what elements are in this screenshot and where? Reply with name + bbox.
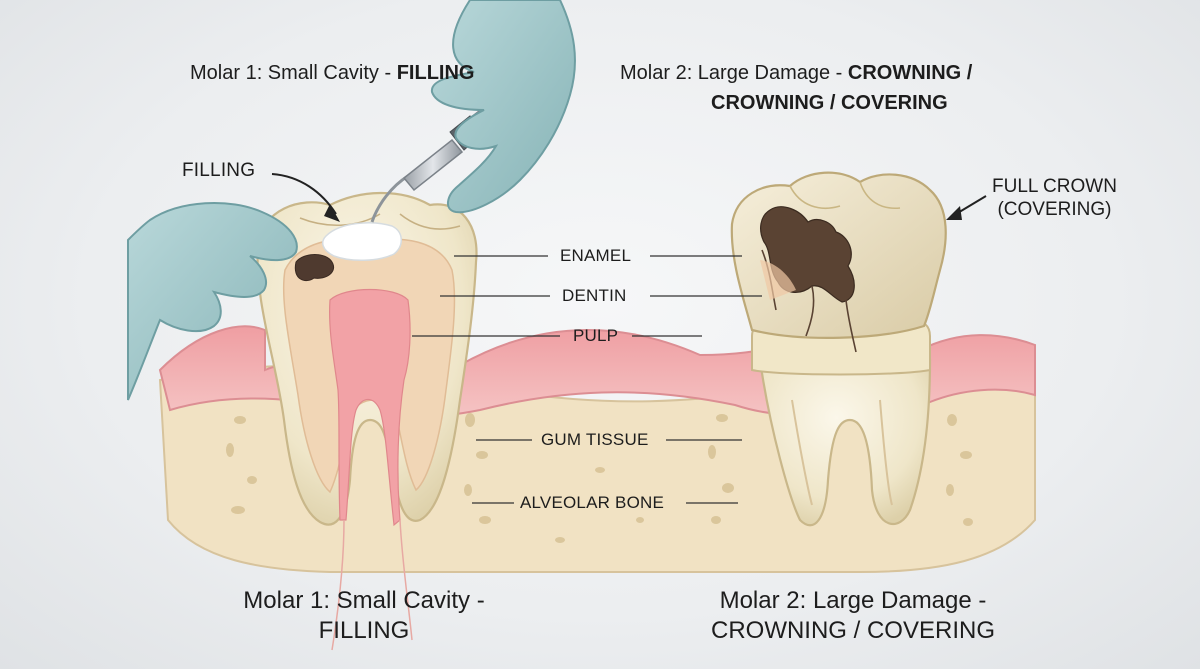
leader-lines <box>412 255 762 504</box>
top-right-title-prefix: Molar 2: Large Damage - <box>620 62 848 84</box>
top-right-title-line2: CROWNING / COVERING <box>711 92 948 115</box>
bottom-left-title-line2: FILLING <box>318 617 410 644</box>
top-right-title-emphasis-line1: CROWNING / <box>847 62 973 84</box>
bottom-left-title-line1: Molar 1: Small Cavity - <box>243 587 485 614</box>
cavity-decay <box>294 254 334 282</box>
label-full-crown-line1: FULL CROWN <box>992 176 1117 197</box>
bottom-left-title: Molar 1: Small Cavity - FILLING <box>226 586 502 646</box>
label-filling: FILLING <box>182 160 256 181</box>
top-left-title-emphasis: FILLING <box>396 62 475 84</box>
label-dentin: DENTIN <box>562 286 627 305</box>
label-full-crown: FULL CROWN (COVERING) <box>992 175 1117 221</box>
label-pulp: PULP <box>573 326 619 345</box>
top-right-title-line1: Molar 2: Large Damage - CROWNING / <box>620 62 972 85</box>
molar-2 <box>730 171 947 527</box>
arrow-icon <box>271 173 987 222</box>
top-left-title: Molar 1: Small Cavity - FILLING <box>190 62 474 85</box>
label-full-crown-line2: (COVERING) <box>997 199 1112 220</box>
bone-texture <box>226 413 973 543</box>
molar-1 <box>256 191 478 651</box>
top-right-title-emphasis-line2: CROWNING / COVERING <box>711 92 948 114</box>
bottom-right-title-line2: CROWNING / COVERING <box>710 617 995 644</box>
bottom-right-title-line1: Molar 2: Large Damage - <box>719 587 987 614</box>
label-alveolar-bone: ALVEOLAR BONE <box>520 493 665 512</box>
top-left-title-prefix: Molar 1: Small Cavity - <box>190 62 397 84</box>
filling-material <box>321 222 402 261</box>
label-enamel: ENAMEL <box>560 246 632 265</box>
bottom-right-title: Molar 2: Large Damage - CROWNING / COVER… <box>700 586 1006 646</box>
gloved-hand-icon <box>127 0 576 401</box>
label-gum-tissue: GUM TISSUE <box>541 430 649 449</box>
